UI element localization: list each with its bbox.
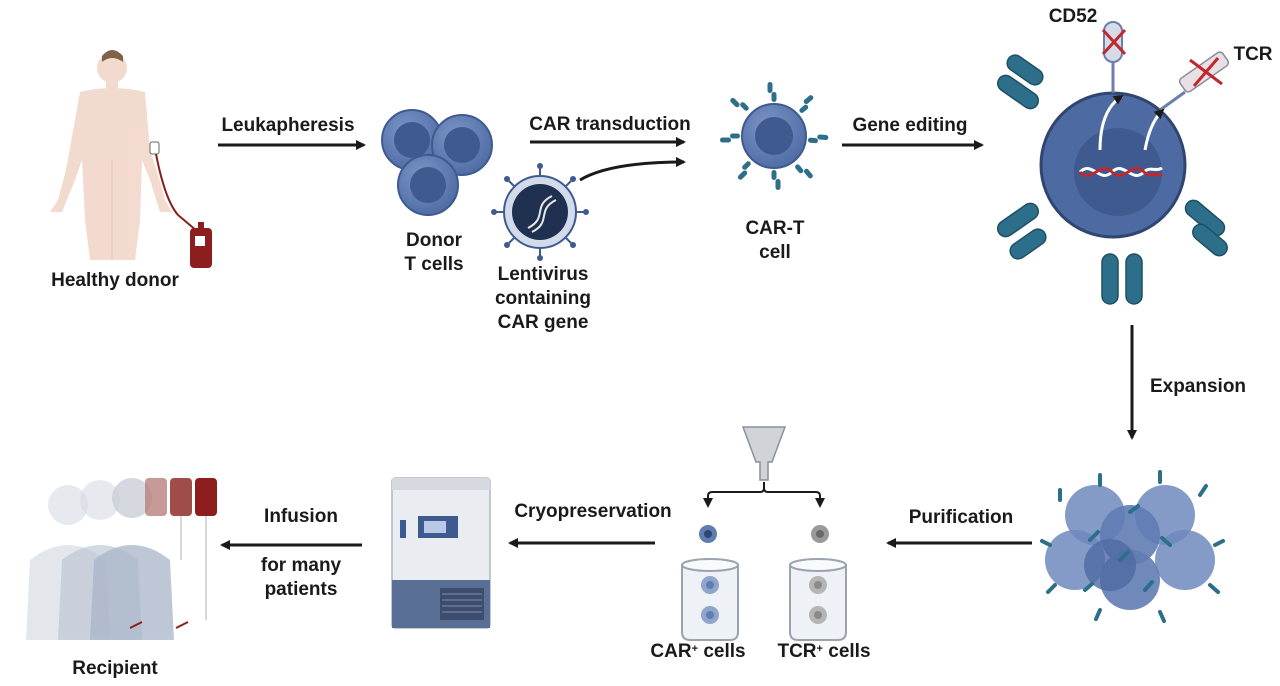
label-gene-editing: Gene editing: [852, 115, 968, 136]
label-leukapheresis: Leukapheresis: [221, 115, 355, 136]
label-car-cells: cells: [703, 641, 746, 662]
car-t-cell-icon: [720, 82, 829, 190]
label-patients: patients: [264, 579, 338, 600]
label-t-cells: T cells: [404, 254, 464, 275]
recipient-icon: [26, 478, 217, 640]
label-tcr: TCR: [1233, 44, 1273, 65]
label-lentivirus: Lentivirus: [497, 264, 589, 285]
label-expansion: Expansion: [1149, 376, 1247, 397]
label-purification: Purification: [908, 507, 1014, 528]
blood-bag-icon: [145, 478, 217, 620]
label-recipient: Recipient: [72, 658, 158, 679]
label-car-transduction: CAR transduction: [529, 114, 691, 135]
label-tcr-cells: cells: [828, 641, 871, 662]
freezer-icon: [391, 477, 491, 629]
label-car-gene: CAR gene: [497, 312, 589, 333]
test-tube-icon: [789, 558, 847, 641]
label-donor: Donor: [406, 230, 462, 251]
label-tcr-plus: +: [816, 643, 823, 655]
edited-cell-icon: [996, 21, 1230, 305]
label-infusion: Infusion: [264, 506, 338, 527]
label-car: CAR: [650, 641, 692, 662]
label-cd52: CD52: [1048, 6, 1098, 27]
label-for-many: for many: [260, 555, 342, 576]
blood-bag-icon: [149, 141, 212, 268]
label-containing: containing: [494, 288, 592, 309]
label-tcr-pos: TCR: [777, 641, 817, 662]
label-cryopreservation: Cryopreservation: [514, 501, 672, 522]
person-icon: [50, 50, 172, 260]
test-tube-icon: [681, 558, 739, 641]
expanded-cells-icon: [1040, 470, 1225, 623]
label-cell: cell: [759, 242, 791, 263]
label-car-t: CAR-T: [745, 218, 805, 239]
lentivirus-icon: [491, 163, 589, 261]
label-car-positive-cells: CAR+ cells: [640, 639, 756, 664]
arrow-lentivirus: [579, 157, 686, 182]
dna-icon: [1078, 166, 1163, 178]
t-cell-icon: [381, 109, 493, 216]
label-tcr-positive-cells: TCR+ cells: [768, 639, 880, 664]
funnel-icon: [699, 426, 829, 543]
label-healthy-donor: Healthy donor: [51, 270, 179, 291]
label-car-plus: +: [691, 643, 699, 655]
